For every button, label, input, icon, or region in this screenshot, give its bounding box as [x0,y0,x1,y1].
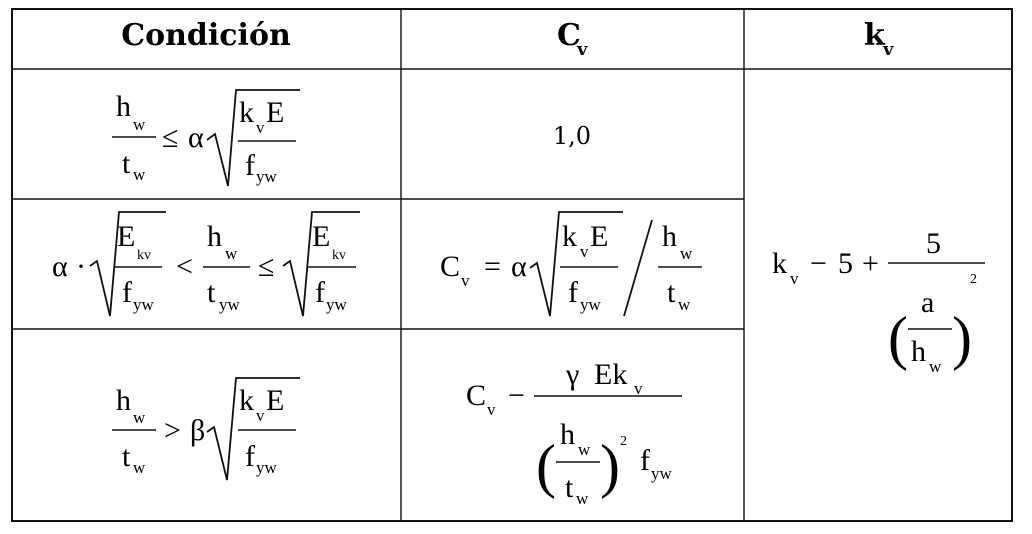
svg-text:yw: yw [256,167,278,186]
svg-text:w: w [133,408,146,427]
svg-text:yw: yw [219,295,241,314]
svg-text:w: w [576,489,589,508]
svg-text:E: E [266,384,284,417]
svg-text:w: w [133,115,146,134]
svg-text:kv: kv [332,248,346,263]
svg-text:2: 2 [620,434,627,449]
svg-text:): ) [952,305,972,371]
svg-text:=: = [484,250,501,283]
svg-text:w: w [133,458,146,477]
svg-text:−: − [508,379,525,412]
svg-text:f: f [122,276,132,309]
svg-text:kv: kv [137,248,151,263]
svg-text:(: ( [888,305,908,371]
svg-text:t: t [122,440,131,473]
svg-text:C: C [557,18,581,53]
svg-text:>: > [164,414,181,447]
svg-text:t: t [122,147,131,180]
table-header: Condición C v k v [121,18,894,60]
svg-text:<: < [176,250,193,283]
svg-text:α: α [52,250,68,283]
svg-text:E: E [590,220,608,253]
svg-text:yw: yw [256,458,278,477]
svg-text:t: t [207,276,216,309]
svg-text:+: + [862,247,879,280]
svg-text:γ: γ [565,358,579,391]
svg-text:α: α [511,250,527,283]
svg-text:2: 2 [970,272,977,287]
header-cv: C v [557,18,588,60]
svg-text:a: a [921,286,934,319]
svg-text:E: E [266,96,284,129]
svg-text:h: h [911,335,926,368]
svg-text:Ek: Ek [594,358,627,391]
svg-text:h: h [116,384,131,417]
row2-condition: α · E kv f yw < h w t yw ≤ E kv f yw [52,211,360,317]
svg-text:E: E [117,220,135,253]
svg-text:5: 5 [838,247,853,280]
svg-text:(: ( [536,433,556,499]
svg-text:h: h [207,220,222,253]
svg-text:yw: yw [580,295,602,314]
svg-text:v: v [580,242,589,261]
svg-text:v: v [634,379,643,398]
row3-condition: h w t w > β k v E f yw [112,377,300,481]
svg-text:v: v [256,118,265,137]
svg-text:w: w [225,244,238,263]
svg-text:f: f [315,276,325,309]
row1-condition: h w t w ≤ α k v E f yw [112,89,300,187]
svg-text:≤: ≤ [162,121,178,154]
svg-text:v: v [461,271,470,290]
svg-text:w: w [578,440,591,459]
svg-text:k: k [239,96,254,129]
svg-text:h: h [662,220,677,253]
header-condition: Condición [121,18,291,53]
table-grid [11,8,1013,522]
svg-text:t: t [565,471,574,504]
svg-text:f: f [245,149,255,182]
svg-text:5: 5 [926,227,941,260]
svg-text:f: f [640,444,650,477]
svg-text:≤: ≤ [258,250,274,283]
svg-text:w: w [133,165,146,184]
svg-text:h: h [560,418,575,451]
svg-text:C: C [466,379,486,412]
row3-cv-formula: C v − γ Ek v ( h w t w ) 2 f yw [466,358,682,508]
svg-text:C: C [440,250,460,283]
svg-text:t: t [667,276,676,309]
row2-cv-formula: C v = α k v E f yw h w t w [440,211,702,317]
svg-text:): ) [600,433,620,499]
svg-text:v: v [256,406,265,425]
svg-text:yw: yw [133,295,155,314]
header-kv: k v [864,18,894,60]
svg-text:yw: yw [326,295,348,314]
svg-text:yw: yw [651,464,673,483]
svg-text:k: k [562,220,577,253]
svg-text:v: v [576,39,588,60]
svg-text:f: f [245,440,255,473]
svg-text:v: v [882,39,894,60]
svg-text:k: k [772,247,787,280]
svg-text:w: w [929,357,942,376]
svg-text:v: v [487,400,496,419]
svg-text:·: · [76,250,86,283]
svg-text:f: f [568,276,578,309]
svg-text:w: w [678,295,691,314]
svg-text:−: − [810,247,827,280]
kv-formula: k v − 5 + 5 ( a h w ) 2 [772,227,985,376]
svg-text:k: k [864,18,886,53]
svg-text:w: w [680,244,693,263]
svg-text:E: E [312,220,330,253]
svg-text:h: h [116,90,131,123]
svg-text:v: v [790,269,799,288]
svg-text:α: α [188,121,204,154]
svg-text:β: β [190,414,205,447]
svg-text:k: k [239,384,254,417]
row1-cv-value: 1,0 [553,122,591,150]
